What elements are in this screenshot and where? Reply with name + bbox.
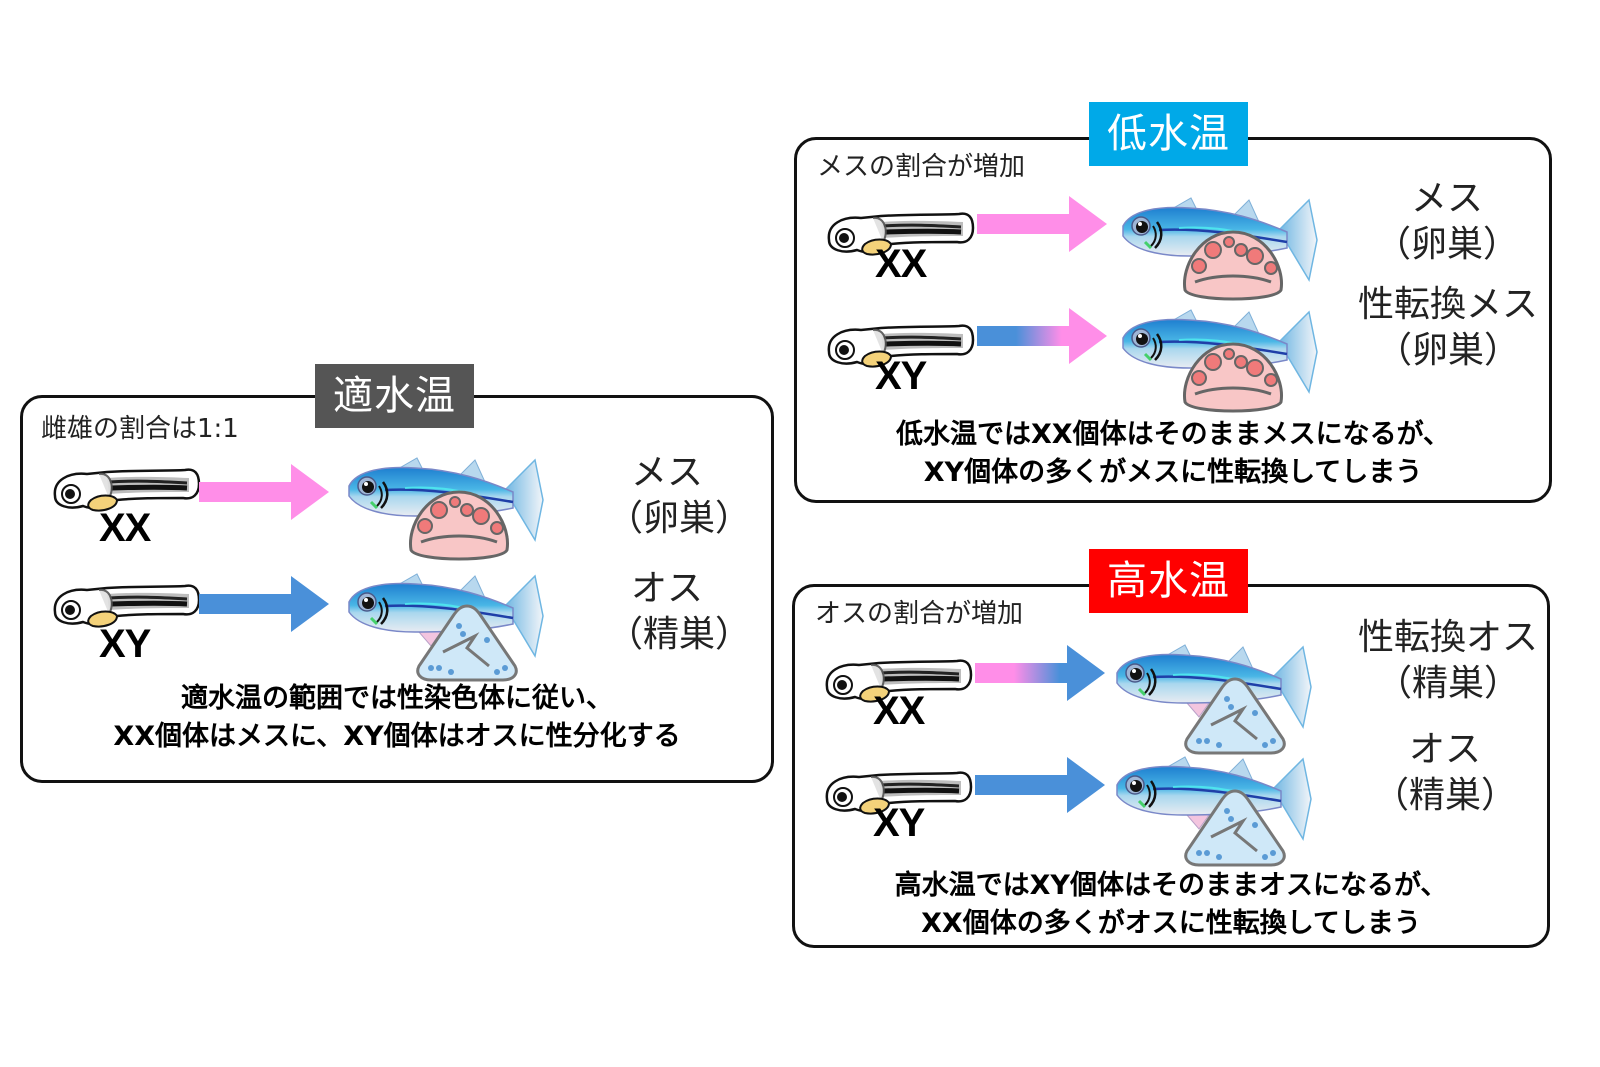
ovary-icon <box>1182 230 1284 301</box>
outcome-gonad: （卵巣） <box>607 498 752 539</box>
row-xx: XX 性転換オス （精巣） <box>795 617 1547 755</box>
outcome-sex: メス <box>630 452 703 493</box>
caption-line-2: XX個体はメスに、XY個体はオスに性分化する <box>113 721 681 752</box>
outcome-gonad: （精巣） <box>1375 663 1520 704</box>
outcome-gonad: （精巣） <box>607 614 752 655</box>
caption-line-1: 適水温の範囲では性染色体に従い、 <box>181 683 613 714</box>
outcome-gonad: （卵巣） <box>1374 224 1519 265</box>
outcome-sex: メス <box>1410 178 1483 219</box>
outcome-label: 性転換オス （精巣） <box>1345 615 1551 707</box>
outcome-label: オス （精巣） <box>1355 727 1535 819</box>
row-xy: XY オス （精巣） <box>23 566 771 682</box>
tag-high-temperature: 高水温 <box>1089 549 1248 613</box>
testis-icon <box>1184 789 1286 867</box>
genotype-label: XY <box>99 622 151 666</box>
arrow-male-icon <box>199 576 329 632</box>
outcome-gonad: （精巣） <box>1372 775 1517 816</box>
outcome-label: オス （精巣） <box>607 566 752 658</box>
panel-optimal-temperature: 適水温 雌雄の割合は1:1 XX メス （卵巣） XY オス （精巣） 適水温の… <box>20 364 774 783</box>
caption-line-1: 高水温ではXY個体はそのままオスになるが、 <box>894 870 1448 901</box>
sex-ratio-note: 雌雄の割合は1:1 <box>41 414 239 444</box>
genotype-label: XX <box>875 242 927 286</box>
panel-high-temperature: 高水温 オスの割合が増加 XX 性転換オス （精巣） XY オス （精巣） 高水… <box>792 549 1550 948</box>
panel-low-temperature: 低水温 メスの割合が増加 XX メス （卵巣） XY 性転換メス （卵巣） 低水… <box>794 102 1552 503</box>
outcome-gonad: （卵巣） <box>1375 330 1520 371</box>
genotype-label: XX <box>99 506 151 550</box>
outcome-label: メス （卵巣） <box>1357 176 1537 268</box>
genotype-label: XY <box>875 354 927 398</box>
caption: 低水温ではXX個体はそのままメスになるが、 XY個体の多くがメスに性転換してしま… <box>797 416 1549 492</box>
row-xy: XY オス （精巣） <box>795 729 1547 867</box>
testis-icon <box>416 604 518 682</box>
sex-ratio-note: オスの割合が増加 <box>815 599 1024 629</box>
outcome-sex: オス <box>1408 729 1481 770</box>
caption-line-1: 低水温ではXX個体はそのままメスになるが、 <box>895 419 1451 450</box>
outcome-sex: 性転換メス <box>1357 284 1538 325</box>
caption-line-2: XY個体の多くがメスに性転換してしまう <box>923 457 1423 488</box>
sex-ratio-note: メスの割合が増加 <box>817 152 1026 182</box>
ovary-icon <box>1182 342 1284 413</box>
row-xy: XY 性転換メス （卵巣） <box>797 284 1549 413</box>
row-xx: XX メス （卵巣） <box>797 178 1549 301</box>
outcome-sex: 性転換オス <box>1357 617 1538 658</box>
tag-optimal-temperature: 適水温 <box>315 364 474 428</box>
row-xx: XX メス （卵巣） <box>23 450 771 561</box>
outcome-label: メス （卵巣） <box>607 450 752 542</box>
arrow-male-icon <box>975 757 1105 813</box>
genotype-label: XY <box>873 801 925 845</box>
caption-line-2: XX個体の多くがオスに性転換してしまう <box>921 908 1421 939</box>
arrow-female-icon <box>977 196 1107 252</box>
arrow-female-to-male-icon <box>975 645 1105 701</box>
arrow-female-icon <box>199 464 329 520</box>
outcome-label: 性転換メス （卵巣） <box>1345 282 1551 374</box>
outcome-sex: オス <box>630 568 703 609</box>
arrow-male-to-female-icon <box>977 308 1107 364</box>
caption: 適水温の範囲では性染色体に従い、 XX個体はメスに、XY個体はオスに性分化する <box>23 680 771 756</box>
tag-low-temperature: 低水温 <box>1089 102 1248 166</box>
ovary-icon <box>408 490 510 561</box>
genotype-label: XX <box>873 689 925 733</box>
testis-icon <box>1184 677 1286 755</box>
caption: 高水温ではXY個体はそのままオスになるが、 XX個体の多くがオスに性転換してしま… <box>795 867 1547 943</box>
